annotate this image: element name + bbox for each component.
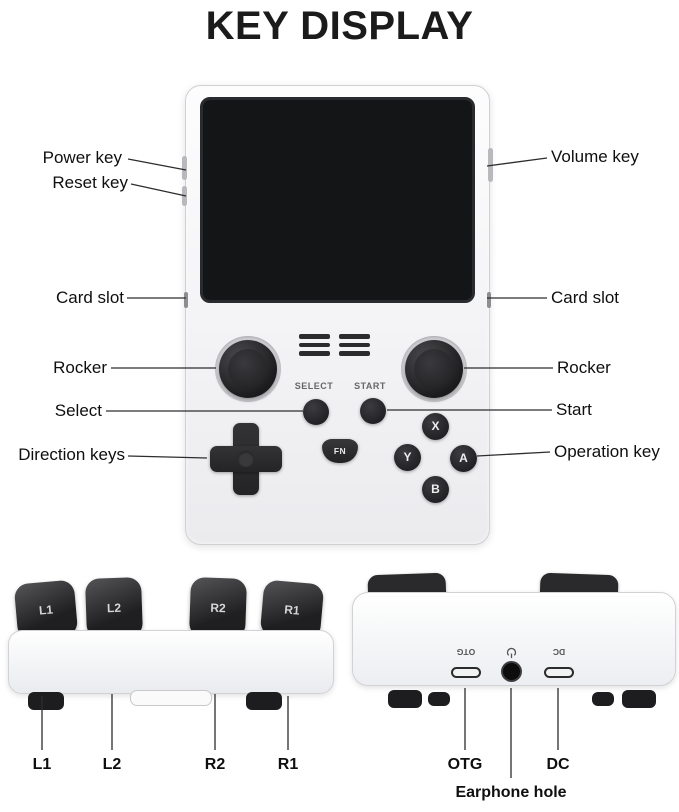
top-view-foot-left bbox=[28, 692, 64, 710]
screen bbox=[200, 97, 475, 303]
select-text: SELECT bbox=[294, 381, 334, 391]
label-dc: DC bbox=[546, 756, 570, 773]
b-button: B bbox=[422, 476, 449, 503]
console-front-view: SELECT START FN X Y A B bbox=[182, 85, 493, 545]
fn-button: FN bbox=[322, 439, 358, 463]
select-button bbox=[303, 399, 329, 425]
label-l1: L1 bbox=[32, 756, 52, 773]
bottom-view-foot-3 bbox=[592, 692, 614, 706]
earphone-hole bbox=[503, 663, 520, 680]
bottom-view-foot-1 bbox=[388, 690, 422, 708]
top-view-body bbox=[8, 630, 334, 694]
rocker-left-top bbox=[228, 349, 268, 389]
a-button: A bbox=[450, 445, 477, 472]
top-view-foot-right bbox=[246, 692, 282, 710]
r2-button-label: R2 bbox=[210, 600, 226, 616]
top-view-center-plate bbox=[130, 690, 212, 706]
dc-port bbox=[544, 667, 574, 678]
label-card-slot-left: Card slot bbox=[55, 288, 124, 307]
speaker-grille-icon bbox=[299, 334, 370, 356]
label-start: Start bbox=[556, 400, 592, 419]
volume-key bbox=[488, 148, 493, 182]
bottom-view-foot-2 bbox=[428, 692, 450, 706]
x-button: X bbox=[422, 413, 449, 440]
fn-label: FN bbox=[333, 446, 347, 456]
label-reset-key: Reset key bbox=[52, 173, 128, 192]
r1-button-label: R1 bbox=[283, 602, 301, 618]
label-l2: L2 bbox=[102, 756, 122, 773]
label-operation-key: Operation key bbox=[554, 442, 660, 461]
label-earphone-hole: Earphone hole bbox=[455, 784, 567, 801]
l2-button-label: L2 bbox=[106, 600, 122, 616]
label-rocker-right: Rocker bbox=[557, 358, 611, 377]
bottom-view-body: OTG DC bbox=[352, 592, 676, 686]
label-select: Select bbox=[54, 401, 102, 420]
l1-button-label: L1 bbox=[38, 602, 54, 618]
card-slot-right bbox=[487, 292, 491, 308]
start-text: START bbox=[354, 381, 386, 391]
label-direction-keys: Direction keys bbox=[18, 445, 125, 464]
label-volume-key: Volume key bbox=[551, 147, 639, 166]
label-card-slot-right: Card slot bbox=[551, 288, 620, 307]
reset-key bbox=[182, 186, 187, 206]
bottom-view-foot-4 bbox=[622, 690, 656, 708]
label-r2: R2 bbox=[204, 756, 226, 773]
label-r1: R1 bbox=[277, 756, 299, 773]
card-slot-left bbox=[184, 292, 188, 308]
otg-port-text: OTG bbox=[456, 647, 476, 657]
earphone-jack-icon bbox=[505, 641, 518, 659]
page-title: KEY DISPLAY bbox=[205, 4, 474, 48]
dc-port-text: DC bbox=[552, 647, 566, 657]
y-button: Y bbox=[394, 444, 421, 471]
label-rocker-left: Rocker bbox=[53, 358, 107, 377]
start-button bbox=[360, 398, 386, 424]
label-power-key: Power key bbox=[42, 148, 122, 167]
rocker-right-top bbox=[414, 349, 454, 389]
dpad-center bbox=[238, 451, 254, 467]
power-key bbox=[182, 156, 187, 180]
otg-port bbox=[451, 667, 481, 678]
label-otg: OTG bbox=[447, 756, 483, 773]
